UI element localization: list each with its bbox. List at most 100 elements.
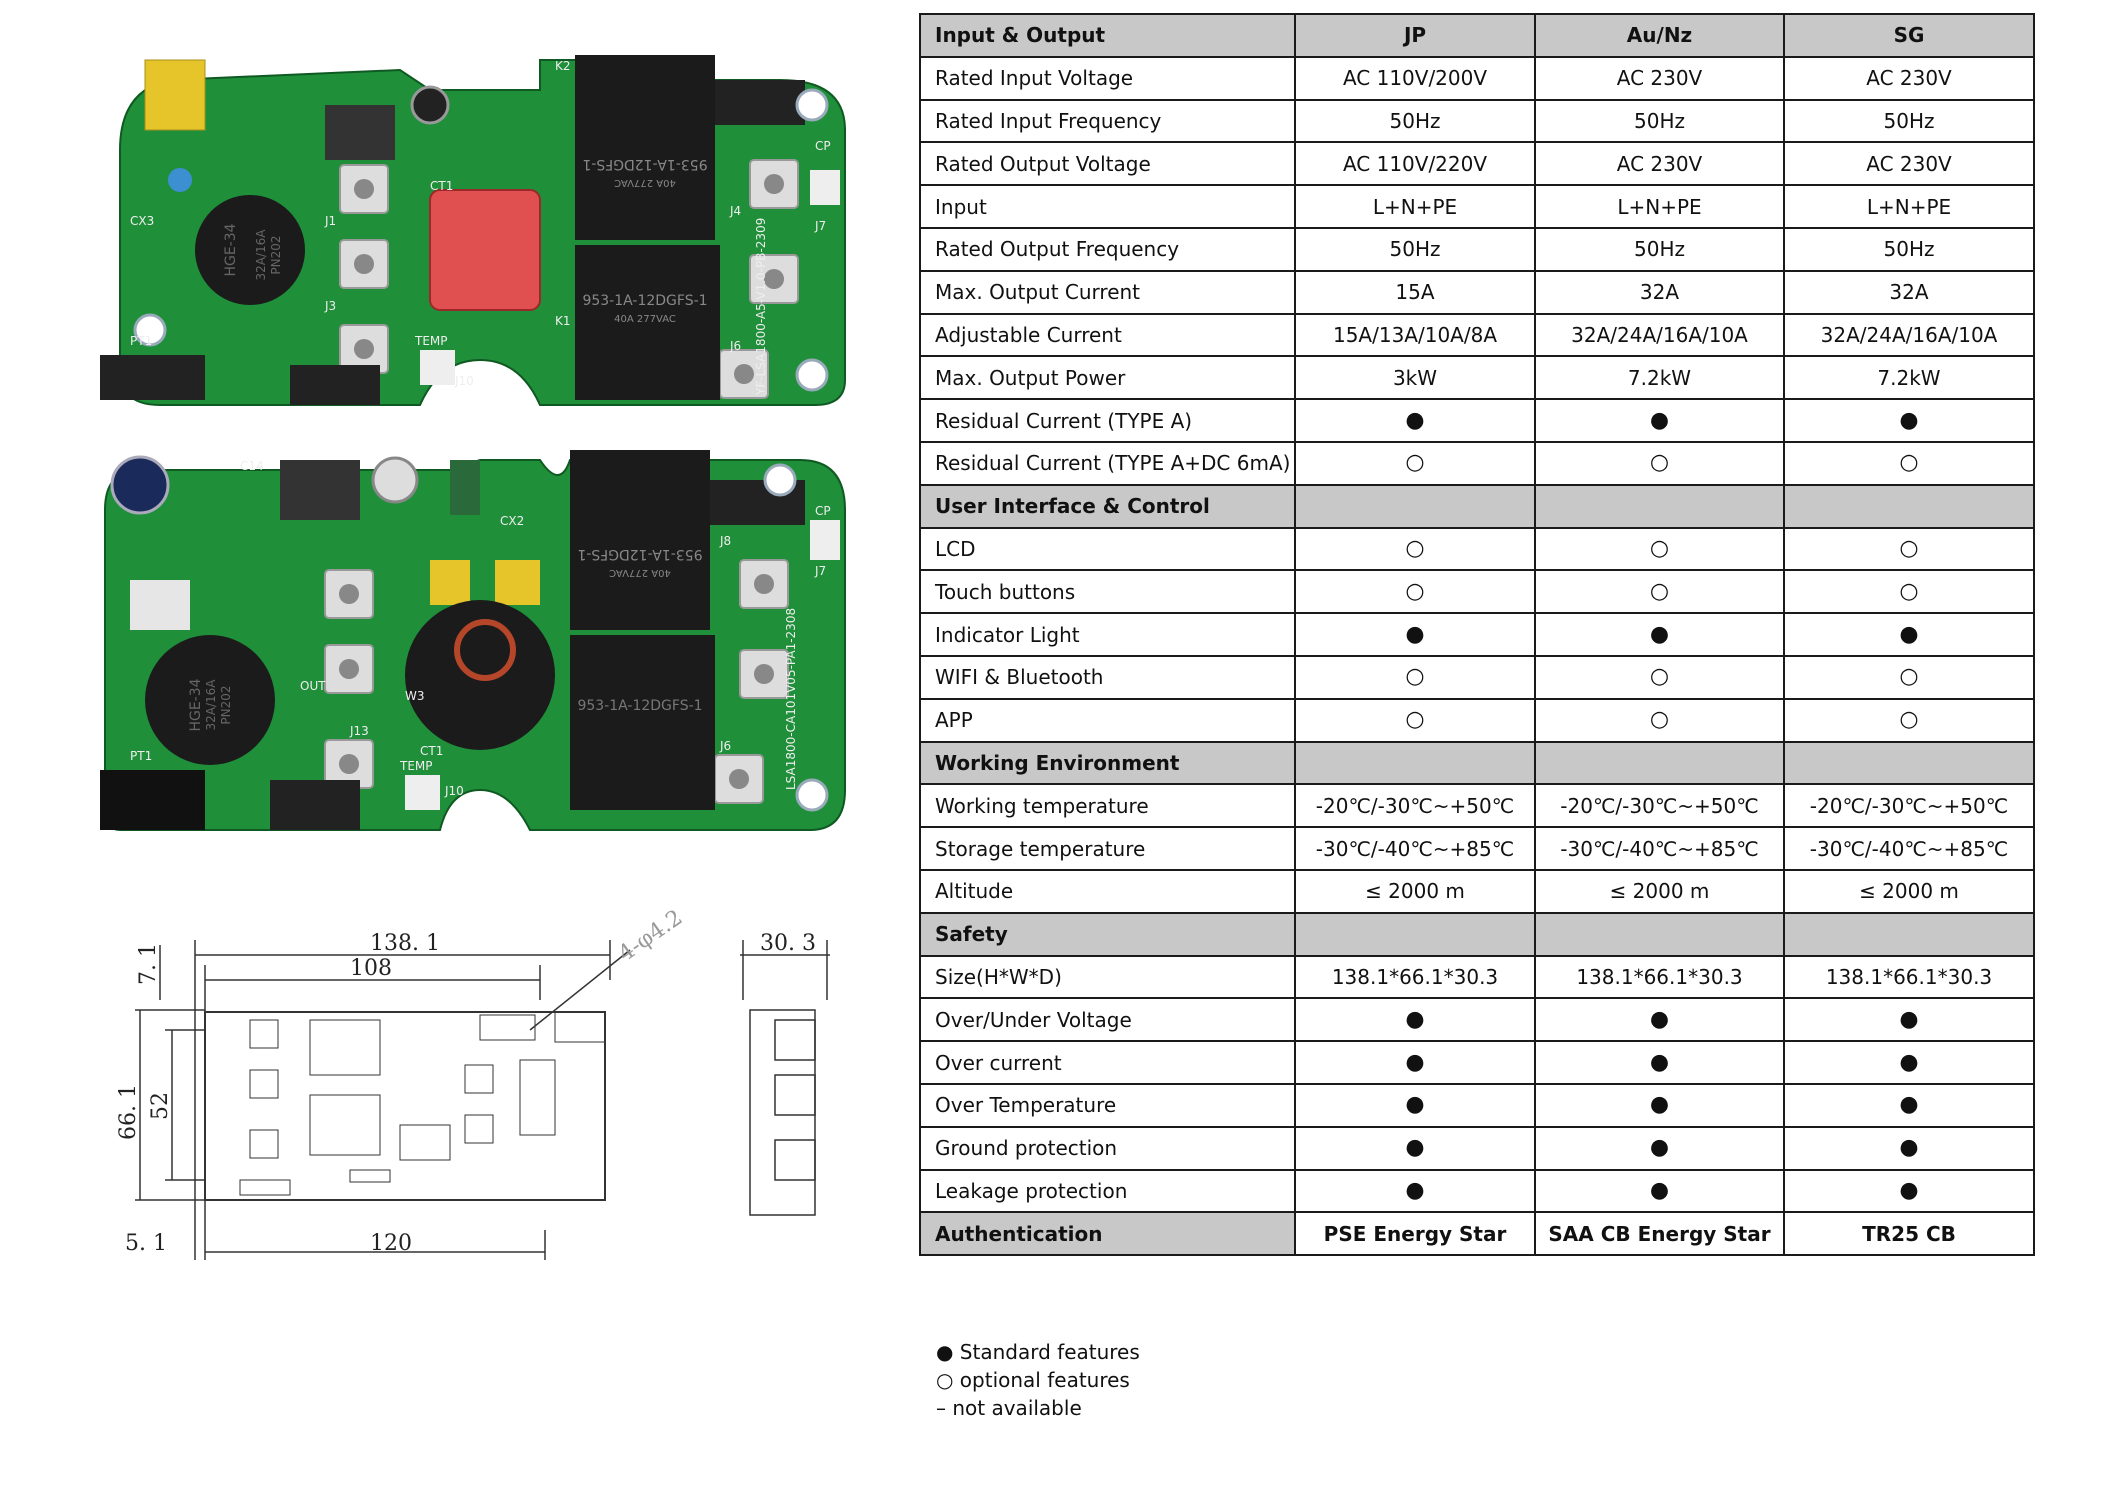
dimension-drawing-front: 138. 1 108 120 5. 1 66. 1 52 7. 1 4-φ4.2 bbox=[116, 905, 687, 1260]
label-pt1: PT1 bbox=[130, 749, 152, 763]
section-label: Working Environment bbox=[919, 740, 1296, 786]
table-cell: ● bbox=[1783, 1082, 2035, 1128]
table-cell: ○ bbox=[1534, 654, 1785, 700]
table-cell: ● bbox=[1534, 1125, 1785, 1171]
table-cell: ● bbox=[1294, 1168, 1536, 1214]
small-capacitor bbox=[371, 456, 419, 504]
table-cell: AC 230V bbox=[1534, 55, 1785, 101]
section-cell bbox=[1294, 740, 1536, 786]
table-cell: ● bbox=[1294, 398, 1536, 443]
table-row: Altitude≤ 2000 m≤ 2000 m≤ 2000 m bbox=[919, 868, 2035, 914]
table-cell: 15A/13A/10A/8A bbox=[1294, 312, 1536, 358]
table-cell: ≤ 2000 m bbox=[1294, 868, 1536, 914]
row-label: Adjustable Current bbox=[919, 312, 1296, 358]
label-j1: J1 bbox=[324, 214, 336, 228]
table-cell: L+N+PE bbox=[1783, 184, 2035, 229]
table-cell: ● bbox=[1294, 1125, 1536, 1171]
section-cell bbox=[1294, 483, 1536, 529]
table-cell: 50Hz bbox=[1783, 98, 2035, 144]
relay-top bbox=[570, 450, 710, 630]
mount-hole bbox=[795, 358, 829, 392]
label-j3: J3 bbox=[324, 299, 336, 313]
table-cell: SAA CB Energy Star bbox=[1534, 1211, 1785, 1257]
table-row: Indicator Light●●● bbox=[919, 612, 2035, 657]
table-cell: ● bbox=[1534, 997, 1785, 1043]
row-label: Rated Output Voltage bbox=[919, 141, 1296, 187]
white-pad bbox=[130, 580, 190, 630]
row-label: Size(H*W*D) bbox=[919, 954, 1296, 1000]
table-cell: 32A/24A/16A/10A bbox=[1783, 312, 2035, 358]
dim-depth: 30. 3 bbox=[760, 931, 816, 956]
label-j10: J10 bbox=[444, 784, 464, 798]
table-cell: ● bbox=[1534, 398, 1785, 443]
label-out: OUT bbox=[300, 679, 326, 693]
label-ct1: CT1 bbox=[420, 744, 443, 758]
dim-width-bottom: 120 bbox=[370, 1231, 412, 1256]
label-k1: K1 bbox=[555, 314, 571, 328]
section-label: Safety bbox=[919, 911, 1296, 957]
table-cell: 15A bbox=[1294, 269, 1536, 315]
white-connector-cp bbox=[810, 520, 840, 560]
table-cell: ● bbox=[1783, 1125, 2035, 1171]
table-cell: ● bbox=[1294, 612, 1536, 657]
label-j10: J10 bbox=[454, 374, 474, 388]
table-cell: -20℃/-30℃~+50℃ bbox=[1294, 783, 1536, 829]
row-label: Over Temperature bbox=[919, 1082, 1296, 1128]
relay-bottom-text-2: 40A 277VAC bbox=[614, 314, 676, 325]
label-j13: J13 bbox=[349, 724, 369, 738]
relay-bottom bbox=[570, 635, 715, 810]
section-row: Working Environment bbox=[919, 740, 2035, 786]
table-row: APP○○○ bbox=[919, 697, 2035, 743]
table-cell: 32A/24A/16A/10A bbox=[1534, 312, 1785, 358]
label-ct1: CT1 bbox=[430, 179, 453, 193]
current-transformer bbox=[195, 195, 305, 305]
relay-bottom bbox=[575, 245, 720, 400]
dim-width-total: 138. 1 bbox=[370, 931, 440, 956]
label-j7: J7 bbox=[814, 219, 826, 233]
table-cell: AC 230V bbox=[1783, 55, 2035, 101]
dim-offset-top: 7. 1 bbox=[136, 943, 161, 985]
dim-hole: 4-φ4.2 bbox=[614, 905, 687, 967]
dim-height-inner: 52 bbox=[148, 1092, 173, 1120]
ct-text-1: HGE-34 bbox=[188, 678, 204, 731]
column-header: Au/Nz bbox=[1534, 13, 1785, 58]
row-label: WIFI & Bluetooth bbox=[919, 654, 1296, 700]
blue-capacitor bbox=[168, 168, 192, 192]
section-cell bbox=[1534, 740, 1785, 786]
relay-top-text-2: 40A 277VAC bbox=[614, 177, 676, 188]
pcb-top-photo: HGE-34 32A/16A PN202 953-1A-12DGFS-1 40A… bbox=[100, 55, 846, 406]
table-cell: AC 110V/220V bbox=[1294, 141, 1536, 187]
table-cell: 138.1*66.1*30.3 bbox=[1294, 954, 1536, 1000]
row-label: Rated Input Frequency bbox=[919, 98, 1296, 144]
table-cell: 32A bbox=[1534, 269, 1785, 315]
section-cell bbox=[1783, 911, 2035, 957]
table-cell: ○ bbox=[1294, 697, 1536, 743]
table-row: WIFI & Bluetooth○○○ bbox=[919, 654, 2035, 700]
connector-bottom-mid bbox=[290, 365, 380, 405]
table-row: Over Temperature●●● bbox=[919, 1082, 2035, 1128]
table-cell: ○ bbox=[1534, 440, 1785, 486]
table-row: Storage temperature-30℃/-40℃~+85℃-30℃/-4… bbox=[919, 826, 2035, 871]
black-block bbox=[100, 770, 205, 830]
row-label: Max. Output Power bbox=[919, 355, 1296, 401]
label-cp: CP bbox=[815, 504, 831, 518]
dim-width-inner: 108 bbox=[350, 956, 392, 981]
table-row: Ground protection●●● bbox=[919, 1125, 2035, 1171]
table-cell: ○ bbox=[1783, 569, 2035, 615]
legend: ● Standard features ○ optional features … bbox=[936, 1338, 1140, 1422]
table-cell: ● bbox=[1534, 1168, 1785, 1214]
label-j6: J6 bbox=[719, 739, 731, 753]
left-column: HGE-34 32A/16A PN202 953-1A-12DGFS-1 40A… bbox=[0, 0, 900, 1486]
pcb-bottom-side-text: LSA1800-CA101V05-PA1-2308 bbox=[784, 608, 798, 790]
column-header: Input & Output bbox=[919, 13, 1296, 58]
ct-text-3: PN202 bbox=[269, 235, 283, 274]
table-cell: 32A bbox=[1783, 269, 2035, 315]
dim-offset-left: 5. 1 bbox=[125, 1231, 167, 1256]
table-cell: 7.2kW bbox=[1534, 355, 1785, 401]
label-c14: C14 bbox=[240, 459, 264, 473]
table-cell: 50Hz bbox=[1294, 226, 1536, 272]
board-outline bbox=[204, 1011, 606, 1201]
row-label: Touch buttons bbox=[919, 569, 1296, 615]
